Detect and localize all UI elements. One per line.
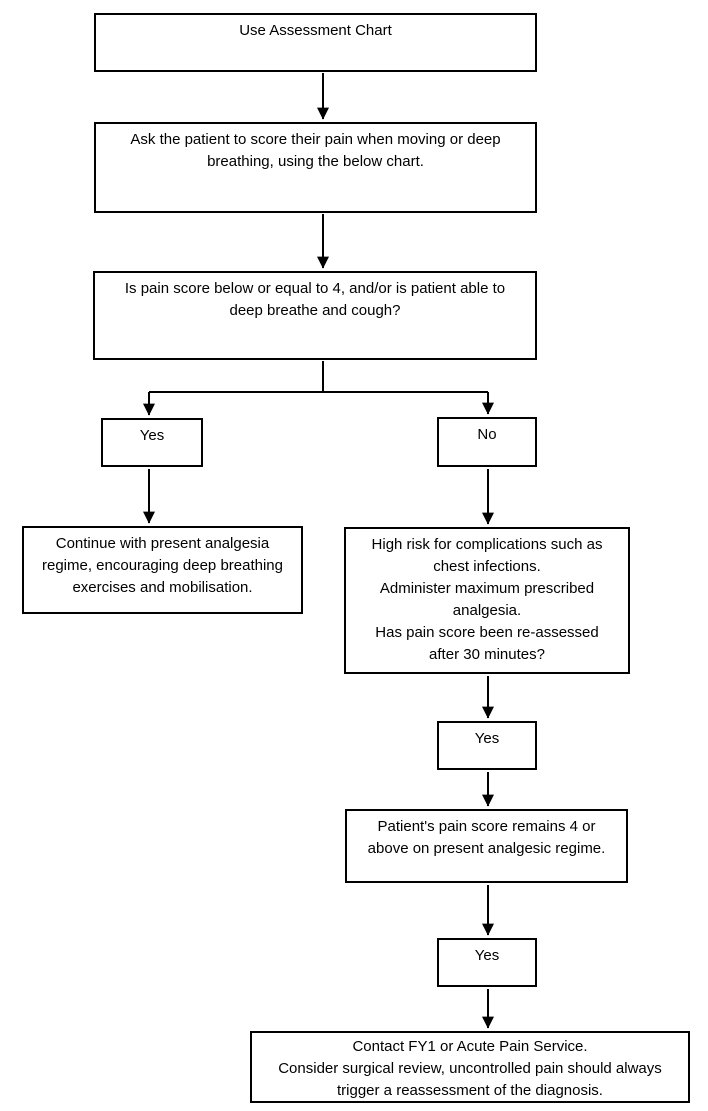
flow-node-pain-question: Is pain score below or equal to 4, and/o… (93, 271, 537, 360)
flow-node-yes-2: Yes (437, 721, 537, 770)
flow-node-yes-1: Yes (101, 418, 203, 467)
flow-node-contact-pain-service: Contact FY1 or Acute Pain Service.Consid… (250, 1031, 690, 1103)
flow-node-yes-3: Yes (437, 938, 537, 987)
flow-node-no: No (437, 417, 537, 467)
flow-node-ask-patient: Ask the patient to score their pain when… (94, 122, 537, 213)
flow-node-start: Use Assessment Chart (94, 13, 537, 72)
connector-branch-bar (149, 361, 488, 393)
